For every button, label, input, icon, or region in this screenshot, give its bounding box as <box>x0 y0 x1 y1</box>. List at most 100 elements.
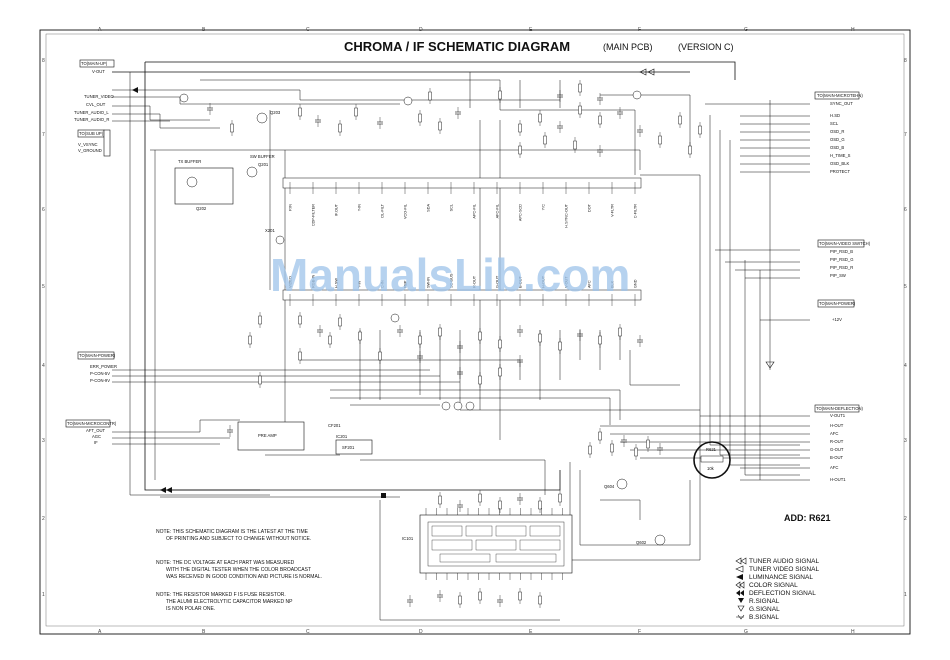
ic101-block: IC101 IC201 <box>336 434 573 580</box>
r621-value: 10k <box>707 466 715 471</box>
note-line-1: NOTE: THIS SCHEMATIC DIAGRAM IS THE LATE… <box>156 529 309 535</box>
resistor-body <box>428 91 432 101</box>
connector-main-power-left-label: TO(MAIN-POWER) <box>79 353 116 358</box>
transistor-q604-icon <box>616 478 628 490</box>
resistor-body <box>418 335 422 345</box>
grid-row-4: 4 <box>42 363 45 369</box>
signal-pip-rsd-g: PIP_RSD_G <box>830 257 854 262</box>
grid-col-e: E <box>529 27 533 33</box>
legend-tuner-video: TUNER VIDEO SIGNAL <box>749 566 819 573</box>
ic101-body <box>419 514 573 574</box>
q203-label: Q203 <box>270 110 281 115</box>
marker-2-icon <box>403 96 413 106</box>
marker-6-icon <box>453 401 463 411</box>
arrow-tuner-video-icon <box>132 87 138 93</box>
grid-row-2-right: 2 <box>904 516 907 522</box>
signal-legend: TUNER AUDIO SIGNAL TUNER VIDEO SIGNAL LU… <box>735 557 819 621</box>
r-arrow-icon <box>738 598 744 603</box>
signal-osd-r: OSD_R <box>830 129 844 134</box>
ic-top-pin-label: Y-IN <box>358 204 362 212</box>
right-connector-group: TO(MAIN-MICROTEHN) TO(MAIN-VIDEO SWITCH)… <box>814 91 871 482</box>
signal-afc: AFC <box>830 431 838 436</box>
ic-top-pin-label: IF.OUT <box>335 203 339 216</box>
pre-amp-ic <box>237 421 305 451</box>
r621-resistor <box>700 455 724 463</box>
resistor-body <box>538 113 542 123</box>
ic101-internal-block <box>519 539 561 551</box>
transistor-q602-icon <box>654 534 666 546</box>
resistor-body <box>518 123 522 133</box>
resistor-body <box>518 145 522 155</box>
resistor-body <box>618 327 622 337</box>
ic201-label: IC201 <box>336 434 348 439</box>
signal-r-out: R-OUT <box>830 439 844 444</box>
outer-frame <box>39 29 911 635</box>
resistor-body <box>634 447 638 457</box>
note-line-8: IS NON POLAR ONE. <box>166 606 215 612</box>
ic-top-pin-label: P.IN <box>289 204 293 211</box>
note-line-5: WAS RECEIVED IN GOOD CONDITION AND PICTU… <box>166 574 322 580</box>
signal-pip-rsd-r: PIP_RSD_R <box>830 265 853 270</box>
signal-h-time-s: H_TIME_S <box>830 153 851 158</box>
connector-main-microtehn <box>814 91 860 100</box>
legend-tuner-audio: TUNER AUDIO SIGNAL <box>749 558 819 565</box>
resistor-body <box>498 339 502 349</box>
resistor-body <box>298 107 302 117</box>
add-note: ADD: R621 <box>784 513 831 523</box>
grid-col-h-bottom: H <box>851 629 855 635</box>
signal-tuner-audio-l: TUNER_AUDIO_L <box>74 110 109 115</box>
grid-columns-top: A B C D E F G H <box>98 27 855 33</box>
r621-highlight-circle <box>693 441 731 479</box>
resistor-body <box>458 595 462 605</box>
signal-b-out: B-OUT <box>830 455 843 460</box>
transistor-q202-icon <box>186 176 198 188</box>
ic101-internal-block <box>475 539 517 551</box>
signal-g-out: G-OUT <box>830 447 844 452</box>
grid-col-d-bottom: D <box>419 629 423 635</box>
grid-row-3: 3 <box>42 438 45 444</box>
signal-agc: AGC <box>92 434 101 439</box>
grid-col-c: C <box>306 27 310 33</box>
signal-h-out: H-OUT <box>830 423 844 428</box>
grid-rows-right: 8 7 6 5 4 3 2 1 <box>904 58 907 598</box>
resistor-body <box>438 327 442 337</box>
grid-col-a-bottom: A <box>98 629 102 635</box>
signal-plus-12v: +12V <box>832 317 842 322</box>
tx-buffer-label: TX BUFFER <box>178 159 201 164</box>
resistor-body <box>498 500 502 510</box>
q202-label: Q202 <box>196 206 207 211</box>
resistor-body <box>688 145 692 155</box>
connector-main-microcontr-label: TO(MAIN-MICROCONTR) <box>67 421 117 426</box>
signal-h-out1: H-OUT1 <box>830 477 846 482</box>
resistor-body <box>578 105 582 115</box>
note-line-3: NOTE: THE DC VOLTAGE AT EACH PART WAS ME… <box>156 560 295 566</box>
grid-columns-bottom: A B C D E F G H <box>98 629 855 635</box>
resistor-body <box>538 333 542 343</box>
grid-row-3-right: 3 <box>904 438 907 444</box>
signal-h-sd: H.SD <box>830 113 840 118</box>
left-connector-group: TO(MAIN-UP) TO(SUB UP) TO(MAIN-POWER) TO… <box>65 59 117 445</box>
watermark-text: ManualsLib.com <box>270 249 630 301</box>
grid-row-8-right: 8 <box>904 58 907 64</box>
resistor-body <box>358 331 362 341</box>
grid-col-e-bottom: E <box>529 629 533 635</box>
ic101-internal-block <box>529 525 561 537</box>
grid-col-g-bottom: G <box>744 629 748 635</box>
legend-luminance: LUMINANCE SIGNAL <box>749 574 813 581</box>
junction-square-icon <box>381 493 386 498</box>
ic-bottom-pin-label: SC-BUS <box>450 273 454 288</box>
ic-bottom-pin-label: Y-IN <box>358 280 362 288</box>
board-label: (MAIN PCB) <box>603 42 653 52</box>
diagram-title: CHROMA / IF SCHEMATIC DIAGRAM <box>344 39 570 54</box>
resistor-body <box>558 493 562 503</box>
ic101-internal-block <box>431 525 463 537</box>
connector-main-up <box>79 59 115 68</box>
resistor-body <box>498 367 502 377</box>
crystal-x201-icon <box>275 235 285 245</box>
pre-amp-label: PRE AMP <box>258 433 277 438</box>
signal-markers <box>132 68 775 498</box>
main-ic-top-pin-row <box>282 177 642 189</box>
ic-bottom-pin-label: V-OUT <box>565 276 569 288</box>
resistor-body <box>598 115 602 125</box>
